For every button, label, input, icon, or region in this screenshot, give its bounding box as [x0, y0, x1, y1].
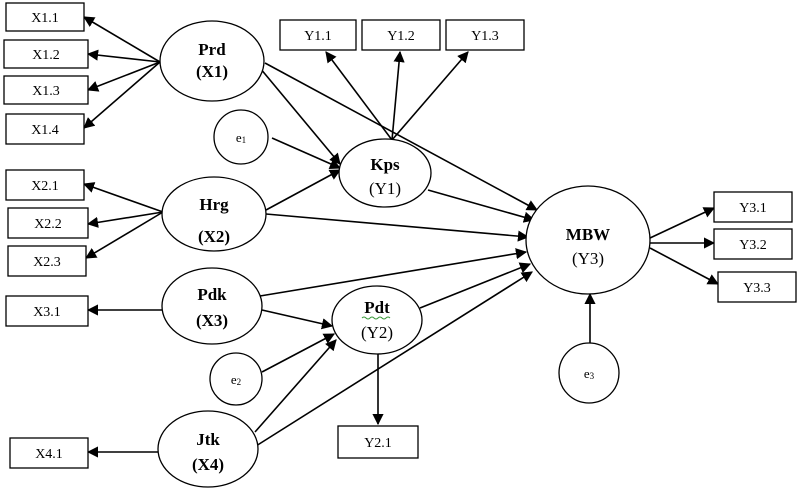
construct-pdt: Pdt (Y2) [331, 285, 423, 355]
arrow-kps-y13 [391, 51, 469, 141]
indicator-label: Y3.3 [743, 281, 771, 296]
indicator-label: Y1.1 [304, 29, 332, 44]
svg-text:e2: e2 [231, 372, 241, 387]
arrow-prd-x11 [83, 16, 161, 63]
arrow-jtk-mbw [255, 271, 533, 447]
indicator-y3-3: Y3.3 [717, 271, 797, 303]
indicator-y1-2: Y1.2 [361, 19, 441, 51]
construct-name: Hrg [199, 195, 229, 214]
error-e1: e1 [213, 109, 269, 165]
construct-hrg: Hrg (X2) [161, 176, 267, 252]
arrow-pdk-mbw [259, 248, 528, 297]
svg-text:e1: e1 [236, 130, 246, 145]
indicator-x1-2: X1.2 [3, 39, 89, 69]
indicator-y1-1: Y1.1 [279, 19, 357, 51]
error-subscript: 2 [237, 377, 242, 387]
construct-prd: Prd (X1) [159, 20, 265, 102]
arrow-hrg-x21 [82, 182, 164, 213]
arrow-prd-kps [259, 67, 341, 165]
construct-name: Kps [370, 155, 400, 174]
arrow-hrg-kps [265, 169, 341, 211]
indicator-x2-1: X2.1 [5, 169, 85, 201]
arrow-jtk-pdt [254, 339, 337, 433]
arrow-prd-x13 [86, 61, 161, 92]
construct-code: (X3) [196, 311, 228, 330]
indicator-y3-1: Y3.1 [713, 191, 793, 223]
indicator-label: X2.2 [34, 217, 62, 232]
construct-code: (X1) [196, 62, 228, 81]
construct-code: (X2) [198, 227, 230, 246]
indicator-x1-4: X1.4 [5, 113, 85, 145]
indicator-y1-3: Y1.3 [445, 19, 525, 51]
arrow-mbw-y31 [649, 207, 716, 239]
indicator-label: Y1.2 [387, 29, 415, 44]
indicator-label: X1.3 [32, 84, 60, 99]
arrow-mbw-y33 [649, 247, 719, 285]
construct-mbw: MBW (Y3) [525, 185, 651, 295]
arrow-prd-mbw [264, 62, 538, 211]
indicator-x2-2: X2.2 [7, 207, 89, 239]
error-label: e [231, 372, 237, 387]
indicator-label: X4.1 [35, 447, 63, 462]
indicator-boxes: X1.1 X1.2 X1.3 X1.4 X2.1 X2.2 X2.3 X3.1 [3, 2, 797, 469]
indicator-y3-2: Y3.2 [713, 228, 793, 260]
construct-jtk: Jtk (X4) [157, 410, 259, 488]
indicator-label: X1.1 [31, 11, 59, 26]
construct-name: Prd [198, 40, 226, 59]
indicator-label: X2.3 [33, 255, 61, 270]
error-label: e [584, 366, 590, 381]
arrow-hrg-x22 [86, 211, 164, 228]
arrow-hrg-x23 [85, 211, 164, 259]
error-label: e [236, 130, 242, 145]
arrow-prd-x14 [83, 61, 161, 129]
construct-name: Pdt [364, 298, 390, 317]
arrow-prd-x12 [86, 49, 161, 63]
indicator-label: X2.1 [31, 179, 59, 194]
arrow-e2-pdt [261, 333, 335, 373]
construct-name: Jtk [196, 430, 220, 449]
construct-code: (Y3) [572, 249, 604, 268]
arrow-pdt-mbw [419, 262, 532, 309]
indicator-x4-1: X4.1 [9, 437, 89, 469]
construct-kps: Kps (Y1) [338, 138, 432, 208]
construct-code: (Y1) [369, 179, 401, 198]
indicator-x2-3: X2.3 [7, 245, 87, 277]
latent-constructs: Prd (X1) Hrg (X2) Pdk (X3) Jtk (X4) Kps … [157, 20, 651, 488]
indicator-label: X1.4 [31, 123, 59, 138]
arrows [82, 16, 719, 458]
arrow-kps-mbw [427, 189, 536, 223]
svg-text:e3: e3 [584, 366, 595, 381]
indicator-label: Y3.2 [739, 238, 767, 253]
construct-code: (X4) [192, 455, 224, 474]
arrow-pdk-pdt [261, 309, 334, 330]
indicator-label: Y3.1 [739, 201, 767, 216]
construct-name: MBW [566, 225, 610, 244]
error-subscript: 1 [242, 135, 247, 145]
error-subscript: 3 [590, 371, 595, 381]
construct-pdk: Pdk (X3) [161, 267, 263, 345]
construct-code: (Y2) [361, 323, 393, 342]
indicator-label: Y1.3 [471, 29, 499, 44]
error-e3: e3 [558, 342, 620, 404]
error-terms: e1 e2 e3 [209, 109, 620, 406]
indicator-x3-1: X3.1 [5, 295, 89, 327]
indicator-x1-3: X1.3 [3, 75, 89, 105]
indicator-label: X1.2 [32, 48, 60, 63]
indicator-y2-1: Y2.1 [337, 425, 419, 459]
arrow-kps-y12 [391, 50, 405, 141]
spellcheck-underline [361, 316, 391, 320]
error-e2: e2 [209, 352, 263, 406]
arrow-hrg-mbw [265, 213, 530, 242]
arrow-e1-kps [271, 137, 342, 170]
construct-name: Pdk [197, 285, 227, 304]
indicator-label: X3.1 [33, 305, 61, 320]
indicator-x1-1: X1.1 [5, 2, 85, 32]
indicator-label: Y2.1 [364, 436, 392, 451]
